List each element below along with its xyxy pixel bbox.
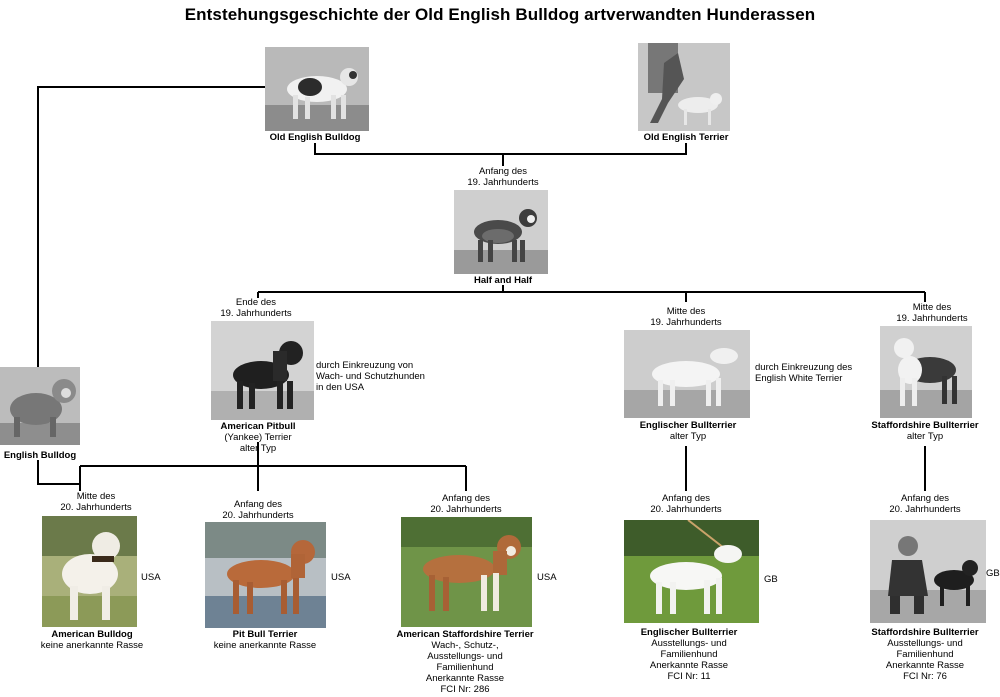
pit-bull-terrier-photo [205,522,326,628]
american-staffordshire-photo [401,517,532,627]
english-bulldog-label: English Bulldog [3,450,77,461]
staffordshire-alt-era: Mitte des 19. Jahrhunderts [896,302,968,324]
half-and-half-photo [454,190,548,274]
american-pitbull-label: American Pitbull (Yankee) Terrier alter … [220,421,296,454]
half-and-half-label: Half and Half [473,275,533,286]
staffordshire-bullterrier-photo [870,520,986,623]
staffordshire-alt-label: Staffordshire Bullterrier alter Typ [871,420,979,442]
american-bulldog-photo [42,516,137,627]
american-pitbull-photo [211,321,314,420]
bullterrier-alt-photo [624,330,750,418]
connector-to-english-bulldog [37,86,265,367]
american-bulldog-label: American Bulldog keine anerkannte Rasse [40,629,144,651]
old-english-terrier-label: Old English Terrier [643,132,729,143]
half-and-half-era: Anfang des 19. Jahrhunderts [467,166,539,188]
american-staffordshire-era: Anfang des 20. Jahrhunderts [430,493,502,515]
pit-bull-terrier-era: Anfang des 20. Jahrhunderts [222,499,294,521]
connector-parents [314,143,687,155]
old-english-bulldog-photo [265,47,369,131]
diagram-title: Entstehungsgeschichte der Old English Bu… [184,5,816,24]
american-pitbull-era: Ende des 19. Jahrhunderts [220,297,292,319]
staffordshire-alt-photo [880,326,972,418]
pit-bull-terrier-country: USA [331,572,351,583]
bullterrier-alt-note: durch Einkreuzung des English White Terr… [755,362,853,384]
american-staffordshire-label: American Staffordshire Terrier Wach-, Sc… [396,629,534,695]
englischer-bullterrier-country: GB [764,574,778,585]
old-english-terrier-photo [638,43,730,131]
american-bulldog-country: USA [141,572,161,583]
old-english-bulldog-label: Old English Bulldog [269,132,361,143]
english-bulldog-photo [0,367,80,445]
englischer-bullterrier-era: Anfang des 20. Jahrhunderts [650,493,722,515]
bullterrier-alt-era: Mitte des 19. Jahrhunderts [650,306,722,328]
englischer-bullterrier-label: Englischer Bullterrier Ausstellungs- und… [640,627,738,682]
englischer-bullterrier-photo [624,520,759,623]
pit-bull-terrier-label: Pit Bull Terrier keine anerkannte Rasse [213,629,317,651]
american-pitbull-note: durch Einkreuzung von Wach- und Schutzhu… [316,360,425,393]
staffordshire-bullterrier-era: Anfang des 20. Jahrhunderts [889,493,961,515]
american-bulldog-era: Mitte des 20. Jahrhunderts [60,491,132,513]
american-staffordshire-country: USA [537,572,557,583]
staffordshire-bullterrier-label: Staffordshire Bullterrier Ausstellungs- … [871,627,979,682]
staffordshire-bullterrier-country: GB [986,568,1000,579]
bullterrier-alt-label: Englischer Bullterrier alter Typ [639,420,737,442]
